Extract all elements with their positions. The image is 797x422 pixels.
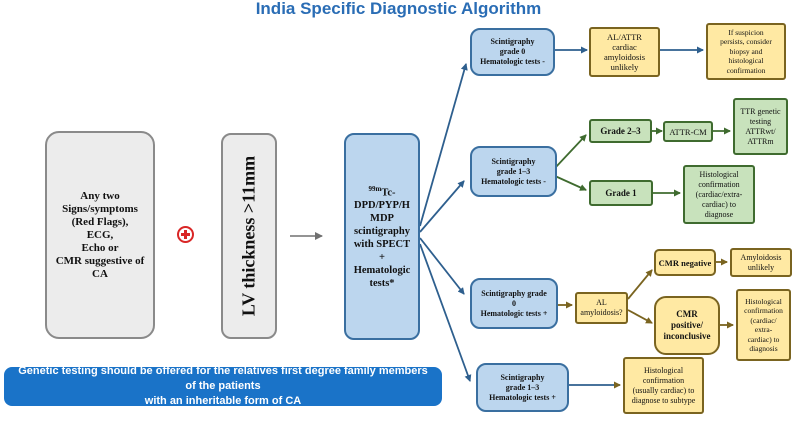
scinti-line: Hematologic (353, 265, 411, 277)
page-title: India Specific Diagnostic Algorithm (255, 0, 542, 18)
box-line: diagnose to subtype (631, 395, 696, 405)
box-line: amyloidosis (603, 52, 646, 62)
signs-symptoms-box: Any two Signs/symptoms (Red Flags), ECG,… (45, 131, 155, 339)
scinti-grade13-hemato-pos: Scintigraphy grade 1–3 Hematologic tests… (476, 363, 569, 412)
banner-line: with an inheritable form of CA (144, 395, 302, 407)
arrow-alq-to-cmrneg (627, 269, 653, 300)
box-line: confirmation (642, 375, 685, 385)
signs-line: Echo or (81, 241, 119, 254)
ttr-genetic-testing-box: TTR genetic testing ATTRwt/ ATTRm (733, 98, 788, 155)
scinti-line: MDP (370, 213, 394, 225)
histological-confirmation-green-box: Histological confirmation (cardiac/extra… (683, 165, 755, 224)
scinti-line: with SPECT (353, 239, 411, 251)
histological-confirmation-bottom-box: Histological confirmation (usually cardi… (623, 357, 704, 414)
box-line: AL/ATTR (607, 32, 642, 42)
lv-thickness-box: LV thickness >11mm (221, 133, 277, 339)
signs-line: Any two (80, 189, 120, 202)
box-line: Amyloidosis (740, 252, 782, 262)
arrow-to-s13-plus (419, 243, 472, 382)
box-line: Histological (745, 296, 782, 306)
grade-2-3-box: Grade 2–3 (589, 119, 652, 143)
box-line: Scintigraphy (490, 37, 535, 46)
box-line: Hematologic tests - (480, 57, 545, 66)
scinti-line: tests* (369, 278, 395, 290)
plus-icon (177, 226, 194, 243)
cmr-negative-box: CMR negative (654, 249, 716, 276)
box-line: (cardiac/ (750, 315, 777, 325)
box-line: Histological (699, 169, 739, 179)
box-line: CMR (676, 309, 698, 319)
scinti-grade0-hemato-neg: Scintigraphy grade 0 Hematologic tests - (470, 28, 555, 76)
box-line: (usually cardiac) to (632, 385, 695, 395)
tc-line: 99mTc- (354, 183, 411, 200)
cmr-positive-inconclusive-box: CMR positive/ inconclusive (654, 296, 720, 355)
scinti-line: Tc- (381, 187, 396, 199)
arrow-s13minus-to-grade1 (554, 175, 587, 191)
box-line: grade 1–3 (505, 382, 540, 392)
box-line: histological (728, 56, 764, 66)
scinti-line: + (379, 252, 385, 264)
box-line: positive/ (670, 320, 703, 330)
suspicion-persists-box: If suspicion persists, consider biopsy a… (706, 23, 786, 80)
signs-line: CMR suggestive of (55, 254, 145, 267)
scinti-grade0-hemato-pos: Scintigraphy grade 0 Hematologic tests + (470, 278, 558, 329)
grade-1-box: Grade 1 (589, 180, 653, 206)
arrow-to-s0-plus (419, 237, 465, 295)
lv-thickness-label: LV thickness >11mm (238, 155, 259, 317)
box-line: confirmation (726, 65, 766, 75)
box-line: ATTRwt/ (745, 126, 776, 136)
box-line: TTR genetic (740, 106, 781, 116)
box-line: extra- (754, 325, 773, 334)
box-line: confirmation (744, 306, 783, 315)
box-line: Histological (643, 365, 684, 375)
box-line: AL (596, 298, 607, 307)
tc-superscript: 99m (368, 184, 382, 193)
box-line: Hematologic tests + (480, 308, 548, 318)
box-line: testing (749, 116, 772, 126)
box-line: Hematologic tests - (481, 176, 546, 186)
box-line: Hematologic tests + (489, 392, 556, 402)
scinti-line: DPD/PYP/H (353, 200, 410, 212)
box-line: (cardiac/extra- (695, 189, 743, 199)
arrow-to-s0-minus (419, 63, 468, 227)
box-line: grade 1–3 (496, 166, 531, 176)
box-line: Scintigraphy (491, 156, 536, 166)
box-line: amyloidosis? (580, 308, 623, 317)
box-line: cardiac) to (747, 334, 780, 344)
genetic-testing-banner: Genetic testing should be offered for th… (4, 365, 442, 407)
arrow-alq-to-cmrpos (627, 309, 653, 324)
box-line: diagnosis (749, 344, 778, 353)
signs-line: CA (92, 267, 108, 280)
signs-line: (Red Flags), (71, 215, 129, 228)
arrow-to-s13-minus (419, 180, 465, 233)
banner-line: Genetic testing should be offered for th… (18, 365, 428, 392)
scinti-line: scintigraphy (353, 226, 410, 238)
box-line: biopsy and (729, 46, 763, 56)
box-line: confirmation (698, 179, 740, 189)
box-line: unlikely (610, 62, 639, 72)
box-line: cardiac) to (702, 199, 736, 209)
signs-line: Signs/symptoms (62, 202, 138, 215)
box-line: 0 (511, 298, 516, 308)
box-line: Scintigraphy (500, 372, 545, 382)
arrow-s13minus-to-grade23 (554, 134, 587, 169)
histological-confirmation-right-box: Histological confirmation (cardiac/ extr… (736, 289, 791, 361)
al-amyloidosis-question-box: AL amyloidosis? (575, 292, 628, 324)
signs-line: ECG, (86, 228, 114, 241)
scinti-grade13-hemato-neg: Scintigraphy grade 1–3 Hematologic tests… (470, 146, 557, 197)
scintigraphy-main-box: 99mTc- DPD/PYP/H MDP scintigraphy with S… (344, 133, 420, 340)
box-line: inconclusive (663, 331, 711, 341)
box-line: grade 0 (499, 47, 526, 56)
box-line: If suspicion (728, 27, 764, 37)
box-line: unlikely (747, 262, 775, 272)
box-line: ATTRm (747, 136, 774, 146)
box-line: Scintigraphy grade (481, 288, 547, 298)
attr-cm-box: ATTR-CM (663, 121, 713, 142)
al-attr-unlikely-box: AL/ATTR cardiac amyloidosis unlikely (589, 27, 660, 77)
box-line: persists, consider (720, 37, 772, 47)
box-line: cardiac (612, 42, 637, 52)
box-line: diagnose (704, 209, 734, 219)
